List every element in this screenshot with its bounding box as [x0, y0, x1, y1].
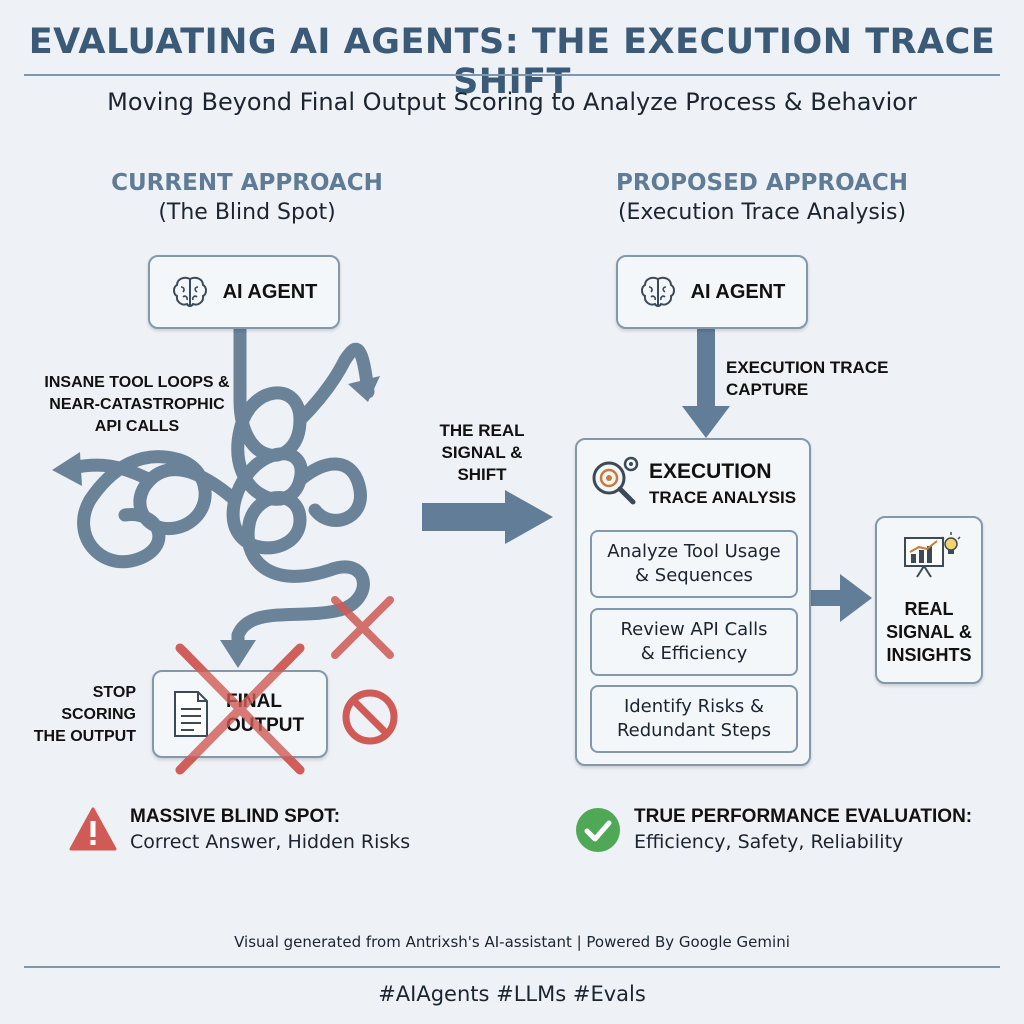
small-error-cross: [331, 596, 394, 659]
tool-loops-line-3: API CALLS: [94, 418, 180, 435]
analysis-subtitle: TRACE ANALYSIS: [649, 488, 797, 507]
step-analyze-tool-usage: Analyze Tool Usage & Sequences: [590, 530, 798, 598]
title-divider: [24, 74, 1000, 76]
capture-line-2: CAPTURE: [726, 380, 809, 399]
current-approach-heading: CURRENT APPROACH: [111, 170, 383, 196]
proposed-approach-heading: PROPOSED APPROACH: [616, 170, 908, 196]
step-review-api-calls: Review API Calls & Efficiency: [590, 608, 798, 676]
capture-arrow: [682, 326, 730, 438]
shift-line-1: THE REAL: [439, 421, 525, 440]
insights-line-3: INSIGHTS: [886, 645, 972, 665]
performance-eval-title: TRUE PERFORMANCE EVALUATION:: [634, 806, 973, 827]
proposed-agent-label: AI AGENT: [690, 280, 786, 303]
insights-line-2: SIGNAL &: [886, 622, 972, 642]
right-loop-path: [293, 457, 367, 527]
left-escape-arrowhead: [52, 452, 82, 486]
step-2-line-1: Review API Calls: [620, 619, 768, 640]
check-circle-icon: [576, 808, 620, 852]
main-tangle-path: [226, 321, 370, 655]
step-1-line-1: Analyze Tool Usage: [607, 541, 781, 562]
right-escape-path: [293, 342, 375, 427]
capture-line-1: EXECUTION TRACE: [726, 358, 889, 377]
brain-icon: [640, 276, 675, 308]
shift-line-3: SHIFT: [457, 465, 507, 484]
stop-scoring-label: STOP SCORING THE OUTPUT: [20, 682, 136, 748]
shift-line-2: SIGNAL &: [441, 443, 523, 462]
document-icon: [174, 691, 208, 737]
current-approach-subheading: (The Blind Spot): [158, 200, 336, 225]
proposed-approach-subheading: (Execution Trace Analysis): [617, 200, 907, 225]
analysis-title: EXECUTION: [649, 460, 772, 483]
stop-line-2: SCORING: [61, 706, 136, 723]
warning-icon: [69, 807, 117, 851]
performance-eval-subtitle: Efficiency, Safety, Reliability: [634, 831, 904, 853]
insights-box: REAL SIGNAL & INSIGHTS: [875, 516, 983, 684]
step-3-line-2: Redundant Steps: [616, 720, 772, 741]
footer-divider: [24, 966, 1000, 968]
trace-capture-label: EXECUTION TRACE CAPTURE: [726, 357, 926, 401]
current-agent-box: AI AGENT: [148, 255, 340, 329]
step-1-line-2: & Sequences: [635, 565, 753, 586]
tool-loops-label: INSANE TOOL LOOPS & NEAR-CATASTROPHIC AP…: [18, 372, 256, 438]
step-identify-risks: Identify Risks & Redundant Steps: [590, 685, 798, 753]
trace-analysis-panel: EXECUTION TRACE ANALYSIS Analyze Tool Us…: [575, 438, 811, 766]
credit-line: Visual generated from Antrixsh's AI-assi…: [234, 933, 790, 951]
stop-line-1: STOP: [92, 684, 136, 701]
page-subtitle: Moving Beyond Final Output Scoring to An…: [107, 88, 917, 116]
insights-line-1: REAL: [904, 599, 954, 619]
blind-spot-title: MASSIVE BLIND SPOT:: [130, 806, 341, 827]
chart-lightbulb-icon: [904, 532, 961, 578]
step-2-line-2: & Efficiency: [640, 643, 748, 664]
shift-label: THE REAL SIGNAL & SHIFT: [420, 420, 544, 486]
tool-loops-line-1: INSANE TOOL LOOPS &: [44, 374, 230, 391]
blind-spot-subtitle: Correct Answer, Hidden Risks: [130, 831, 411, 853]
hashtags: #AIAgents #LLMs #Evals: [378, 982, 646, 1006]
gear-magnifier-icon: [592, 456, 639, 505]
up-escape-arrowhead: [348, 376, 380, 402]
tool-loops-line-2: NEAR-CATASTROPHIC: [49, 396, 225, 413]
page-title: EVALUATING AI AGENTS: THE EXECUTION TRAC…: [28, 22, 996, 102]
current-agent-label: AI AGENT: [222, 280, 318, 303]
tangle-down-arrowhead: [220, 640, 256, 668]
prohibited-icon: [342, 689, 398, 745]
insights-arrow: [811, 574, 872, 622]
step-3-line-1: Identify Risks &: [623, 696, 765, 717]
insights-label: REAL SIGNAL & INSIGHTS: [877, 598, 981, 667]
proposed-agent-box: AI AGENT: [616, 255, 808, 329]
shift-arrow: [422, 490, 553, 544]
stop-line-3: THE OUTPUT: [33, 728, 136, 745]
brain-icon: [172, 276, 207, 308]
